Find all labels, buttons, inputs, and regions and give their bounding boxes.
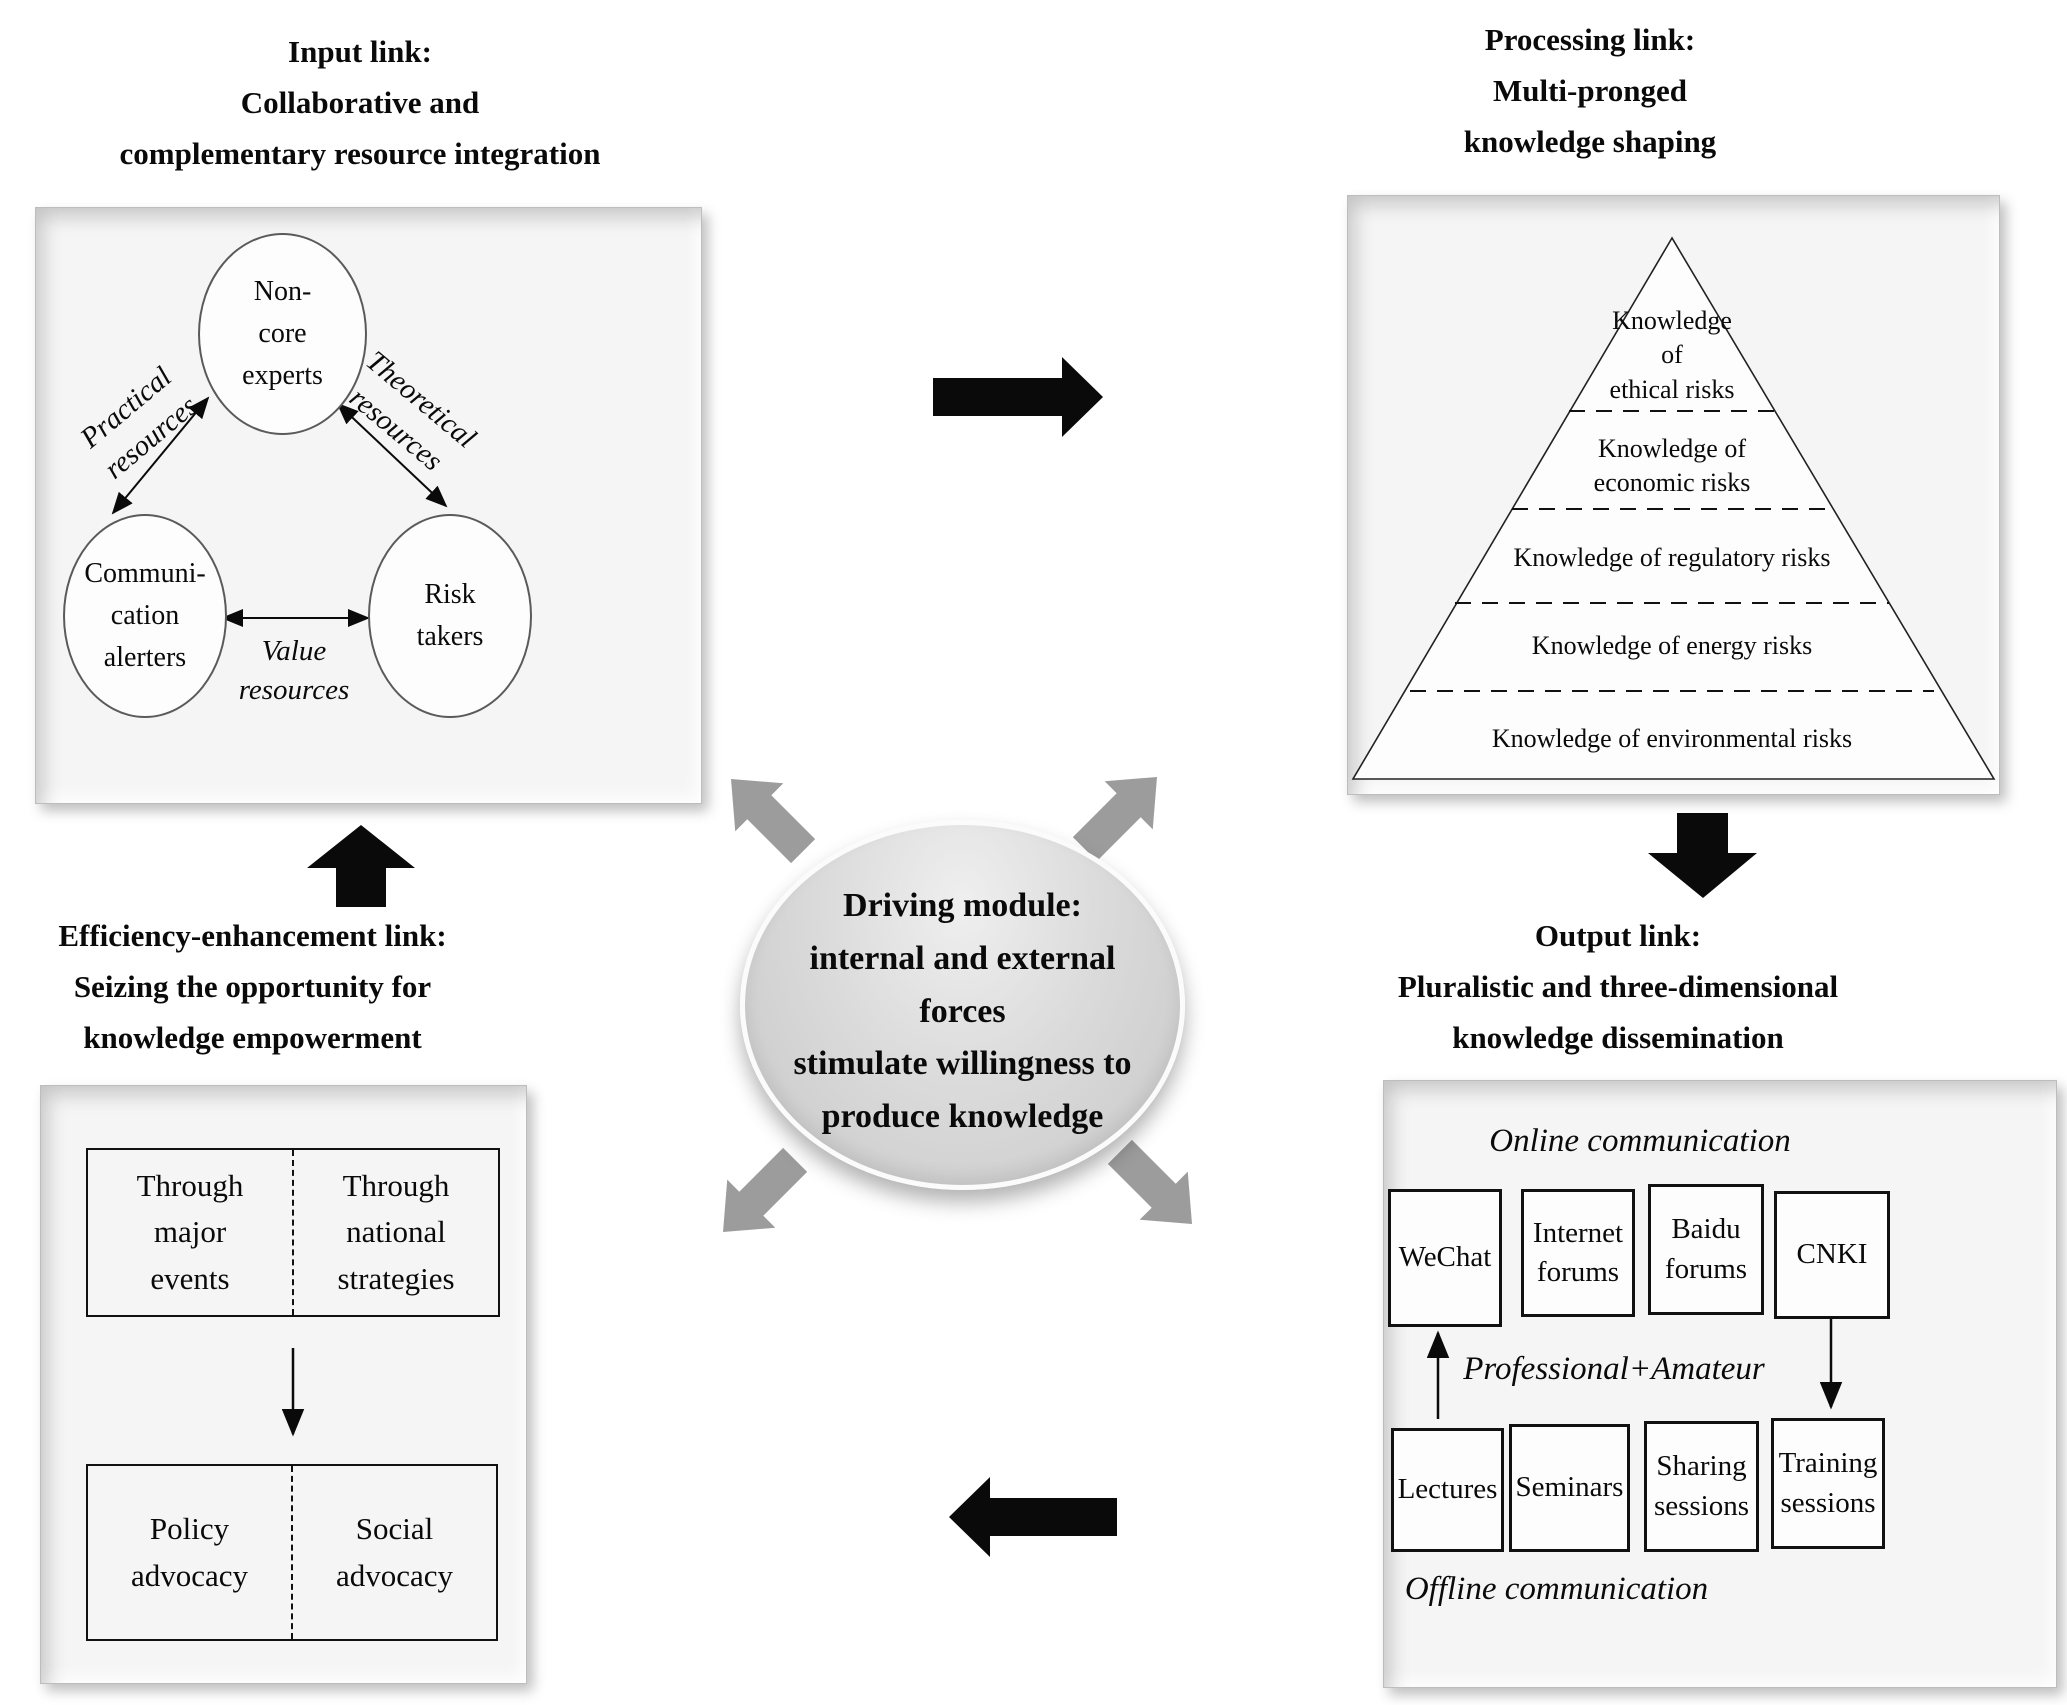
flow-arrow-efficiency-to-input [307,825,415,907]
drive-arrow-to-output [1107,1139,1192,1224]
cell-through-national-strategies: Through national strategies [337,1167,455,1296]
driving-module-ellipse: Driving module: internal and external fo… [740,820,1185,1190]
node-risk-takers: Risk takers [368,514,532,718]
efficiency-arrow-layer [281,1348,305,1437]
drive-arrow-to-efficiency [723,1147,808,1232]
driving-module-text: Driving module: internal and external fo… [793,887,1132,1136]
input-panel: Non- core experts Communi- cation alerte… [35,207,702,804]
box-lectures: Lectures [1391,1428,1504,1552]
output-panel: Online communication WeChat Internet for… [1383,1080,2057,1688]
node-communication-alerters: Communi- cation alerters [63,514,227,718]
flow-arrow-processing-to-output [1648,813,1757,898]
node-non-core-experts: Non- core experts [198,233,367,435]
cell-social-advocacy: Social advocacy [335,1511,454,1593]
pyramid-level-regulatory: Knowledge of regulatory risks [1513,543,1831,572]
input-title: Input link: Collaborative and complement… [119,34,601,172]
box-seminars: Seminars [1509,1424,1630,1552]
edge-practical-resources-arrow [111,396,210,515]
box-cnki: CNKI [1774,1191,1890,1319]
input-network-arrows [111,396,448,627]
pyramid-level-ethical: Knowledge of ethical risks [1609,306,1735,404]
flow-arrow-input-to-processing [933,357,1103,437]
pyramid-level-economic: Knowledge of economic risks [1593,434,1751,498]
processing-panel: Knowledge of ethical risks Knowledge of … [1347,195,2000,795]
output-arrow-layer [1426,1319,1843,1419]
efficiency-title: Efficiency-enhancement link: Seizing the… [58,918,447,1056]
drive-arrow-to-input [731,779,816,864]
pyramid-level-environmental: Knowledge of environmental risks [1491,724,1853,753]
flow-arrow-output-to-efficiency [949,1477,1117,1557]
knowledge-pyramid [1351,236,1996,780]
box-wechat: WeChat [1388,1189,1502,1327]
offline-communication-label: Offline communication [1404,1571,1709,1607]
cell-through-major-events: Through major events [88,1150,294,1315]
cell-policy-advocacy: Policy advocacy [88,1466,293,1639]
efficiency-panel: Through major events Through national st… [40,1085,527,1684]
box-training-sessions: Training sessions [1771,1418,1885,1549]
box-baidu-forums: Baidu forums [1648,1184,1764,1315]
box-sharing-sessions: Sharing sessions [1644,1421,1759,1552]
edge-label-value-resources: Value resources [238,635,350,707]
drive-arrow-to-processing [1072,777,1157,862]
online-communication-label: Online communication [1489,1123,1791,1159]
processing-title: Processing link: Multi-pronged knowledge… [1463,22,1717,160]
through-box: Through major events Through national st… [86,1148,500,1317]
edge-theoretical-resources-arrow [336,402,448,508]
pyramid-level-energy: Knowledge of energy risks [1531,631,1813,660]
output-title: Output link: Pluralistic and three-dimen… [1397,918,1839,1056]
box-internet-forums: Internet forums [1521,1189,1635,1317]
professional-amateur-label: Professional+Amateur [1463,1351,1765,1387]
advocacy-box: Policy advocacy Social advocacy [86,1464,498,1641]
